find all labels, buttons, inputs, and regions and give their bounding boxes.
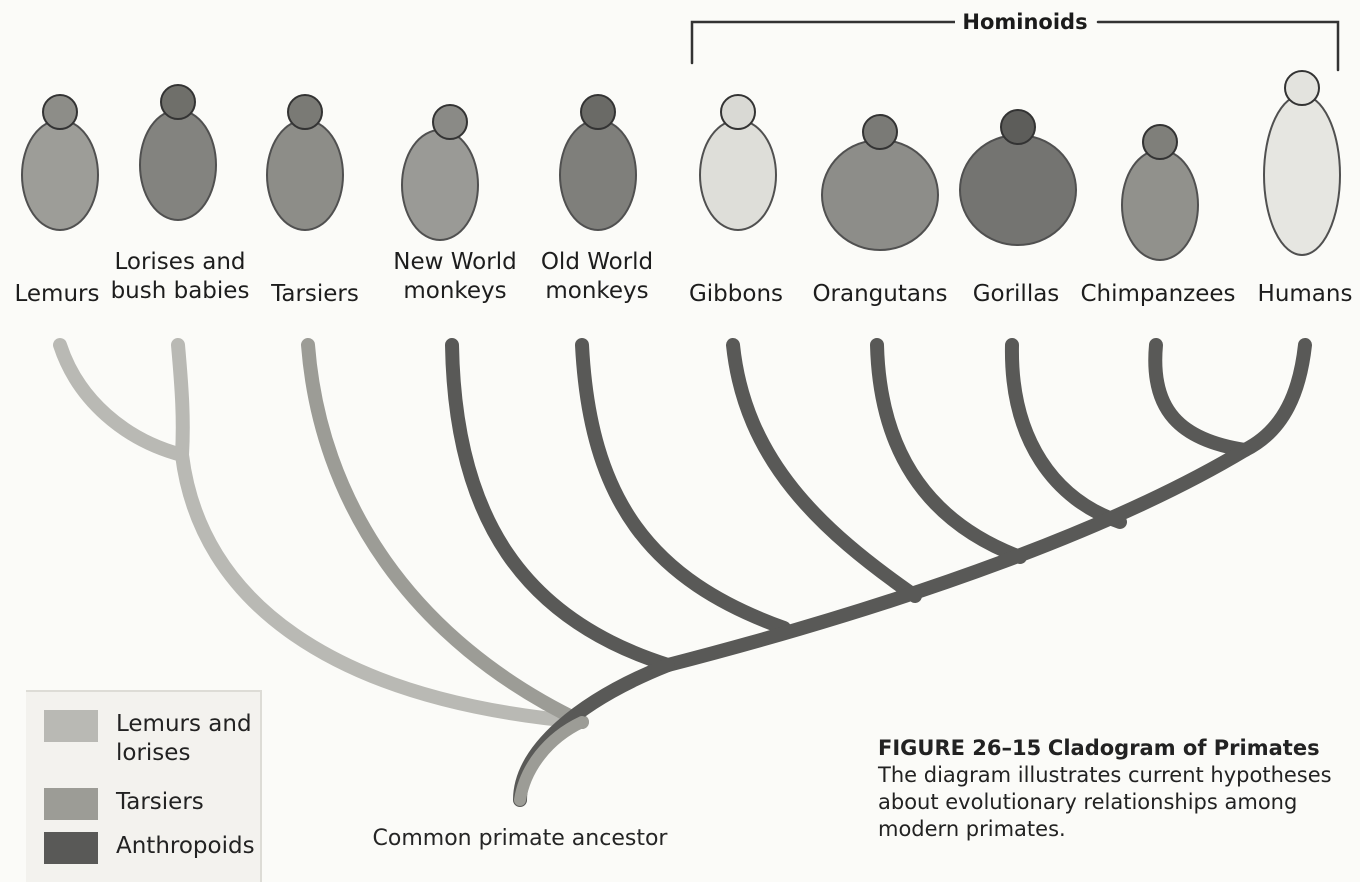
new-world-monkey-icon bbox=[402, 105, 478, 240]
lemur-icon bbox=[22, 95, 98, 230]
caption-figure-number: FIGURE 26–15 bbox=[878, 736, 1041, 760]
human-icon bbox=[1264, 71, 1340, 255]
caption-title: Cladogram of Primates bbox=[1048, 736, 1320, 760]
figure-caption: FIGURE 26–15 Cladogram of Primates The d… bbox=[878, 735, 1348, 843]
legend-item-lemurs-lorises: Lemurs and lorises bbox=[44, 710, 252, 768]
branch-gorillas bbox=[1012, 345, 1120, 522]
gorilla-icon bbox=[960, 110, 1076, 245]
branch-orangutans bbox=[877, 345, 1020, 557]
legend: Lemurs and lorises Tarsiers Anthropoids bbox=[26, 690, 262, 882]
branch-new-world-monkeys bbox=[452, 345, 668, 665]
legend-item-anthropoids: Anthropoids bbox=[44, 832, 255, 864]
common-ancestor-label: Common primate ancestor bbox=[350, 826, 690, 851]
taxon-label-human: Humans bbox=[1215, 280, 1360, 309]
loris-icon bbox=[140, 85, 216, 220]
legend-label-anthropoids: Anthropoids bbox=[116, 832, 255, 861]
branch-humans bbox=[1245, 345, 1305, 450]
branch-chimpanzees bbox=[1155, 345, 1245, 450]
old-world-monkey-icon bbox=[560, 95, 636, 230]
orangutan-icon bbox=[822, 115, 938, 250]
branch-lorises bbox=[178, 345, 183, 455]
branch-anthropoid-stem bbox=[520, 665, 668, 800]
chimpanzee-icon bbox=[1122, 125, 1198, 260]
caption-text: The diagram illustrates current hypothes… bbox=[878, 763, 1332, 841]
gibbon-icon bbox=[700, 95, 776, 230]
legend-label-tarsiers: Tarsiers bbox=[116, 788, 204, 817]
legend-label-lemurs-lorises: Lemurs and lorises bbox=[116, 710, 252, 768]
hominoids-bracket-left bbox=[692, 22, 955, 63]
legend-swatch-lemurs-lorises bbox=[44, 710, 98, 742]
branch-lemurs bbox=[60, 345, 182, 455]
hominoids-bracket-right bbox=[1098, 22, 1338, 70]
branch-anthropoid-backbone bbox=[668, 450, 1245, 665]
legend-swatch-tarsiers bbox=[44, 788, 98, 820]
branch-old-world-monkeys bbox=[582, 345, 784, 628]
legend-swatch-anthropoids bbox=[44, 832, 98, 864]
tarsier-icon bbox=[267, 95, 343, 230]
legend-item-tarsiers: Tarsiers bbox=[44, 788, 204, 820]
branch-gibbons bbox=[733, 345, 915, 596]
hominoids-label: Hominoids bbox=[955, 10, 1095, 34]
